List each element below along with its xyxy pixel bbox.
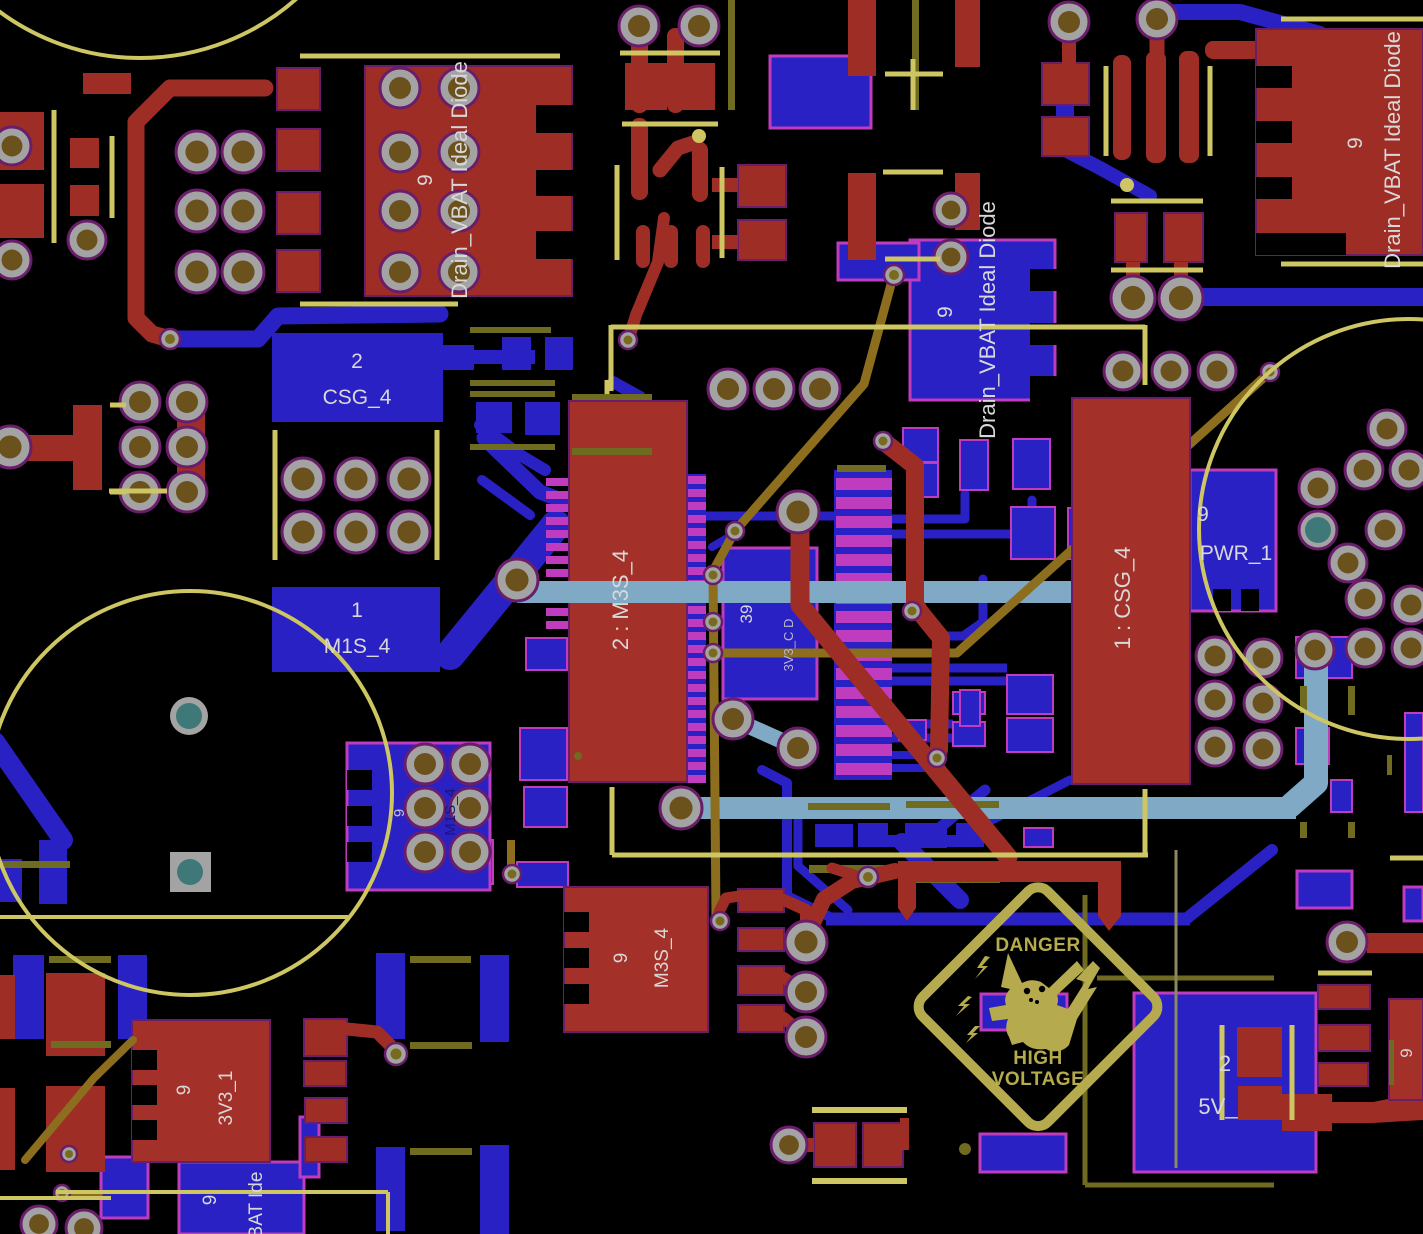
svg-text:9: 9 <box>1397 1048 1416 1057</box>
svg-text:PWR_1: PWR_1 <box>1200 542 1272 565</box>
svg-text:M1S_4: M1S_4 <box>442 788 459 836</box>
svg-text:9: 9 <box>174 1085 195 1096</box>
svg-text:9: 9 <box>1344 137 1367 149</box>
svg-text:9: 9 <box>391 809 408 817</box>
svg-text:3V3_1: 3V3_1 <box>216 1071 237 1126</box>
svg-text:2 : M3S_4: 2 : M3S_4 <box>608 550 633 650</box>
svg-text:39: 39 <box>737 605 756 624</box>
svg-text:2: 2 <box>351 350 363 373</box>
svg-text:Drain_VBAT Ideal Diode: Drain_VBAT Ideal Diode <box>447 61 472 299</box>
svg-text:9: 9 <box>934 306 957 318</box>
svg-text:M3S_4: M3S_4 <box>652 927 673 988</box>
svg-text:M1S_4: M1S_4 <box>324 635 391 658</box>
svg-text:9: 9 <box>1197 503 1209 526</box>
svg-text:DANGER: DANGER <box>995 935 1080 956</box>
svg-text:Drain_VBAT Ideal Diode: Drain_VBAT Ideal Diode <box>975 201 1000 439</box>
svg-text:2: 2 <box>1219 1051 1231 1076</box>
svg-text:9: 9 <box>414 174 437 186</box>
svg-text:Drain_VBAT Ideal Diode: Drain_VBAT Ideal Diode <box>1380 31 1405 269</box>
svg-text:CSG_4: CSG_4 <box>323 386 392 409</box>
svg-text:9: 9 <box>611 953 632 964</box>
svg-text:9: 9 <box>200 1195 221 1206</box>
svg-text:HIGH: HIGH <box>1013 1048 1063 1069</box>
svg-text:BAT Ide: BAT Ide <box>246 1172 267 1234</box>
svg-text:3V3_C D: 3V3_C D <box>781 619 796 672</box>
svg-text:1 : CSG_4: 1 : CSG_4 <box>1110 547 1135 650</box>
svg-text:5V_: 5V_ <box>1198 1094 1238 1119</box>
svg-text:VOLTAGE: VOLTAGE <box>992 1069 1085 1090</box>
svg-text:1: 1 <box>351 599 363 622</box>
